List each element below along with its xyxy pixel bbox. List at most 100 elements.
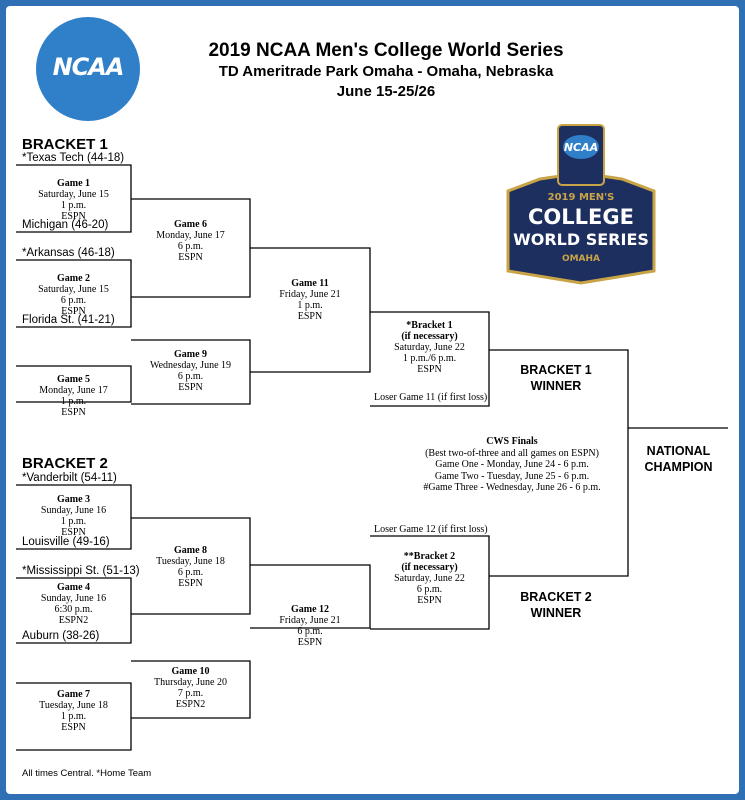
game12-title: Game 12 — [290, 604, 330, 615]
game3-tv: ESPN — [61, 527, 86, 538]
cws-logo: NCAA 2019 MEN'S COLLEGE WORLD SERIES OMA… — [506, 124, 656, 285]
bracket1-winner: BRACKET 1 WINNER — [496, 362, 616, 394]
game11-tv: ESPN — [297, 311, 323, 322]
finals-game-two: Game Two - Tuesday, June 25 - 6 p.m. — [434, 470, 590, 482]
bracket1-winner-l1: BRACKET 1 — [520, 363, 592, 377]
team-arkansas: *Arkansas (46-18) — [22, 247, 115, 259]
finals-game-one: Game One - Monday, June 24 - 6 p.m. — [435, 459, 589, 470]
game1-tv: ESPN — [61, 211, 86, 222]
finals-game-three: #Game Three - Wednesday, June 26 - 6 p.m… — [423, 482, 601, 493]
game6-time: 6 p.m. — [177, 241, 204, 252]
game5-day: Monday, June 17 — [39, 385, 108, 396]
bracket2-final-info: **Bracket 2 (if necessary) Saturday, Jun… — [370, 551, 489, 606]
team-auburn: Auburn (38-26) — [22, 630, 100, 642]
line-game12 — [250, 564, 371, 629]
loser-game11-note: Loser Game 11 (if first loss) — [374, 392, 488, 403]
line-game5 — [16, 365, 132, 403]
cws-finals-info: CWS Finals (Best two-of-three and all ga… — [412, 436, 612, 494]
champion-l2: CHAMPION — [644, 460, 713, 474]
cws-world-series-text: WORLD SERIES — [513, 230, 649, 249]
game4-info: Game 4 Sunday, June 16 6:30 p.m. ESPN2 — [16, 582, 131, 626]
game9-tv: ESPN — [178, 382, 203, 393]
bracket2-final-time: 6 p.m. — [416, 584, 443, 595]
bracket1-final-day: Saturday, June 22 — [394, 342, 465, 353]
national-champion: NATIONAL CHAMPION — [628, 443, 729, 475]
bracket1-final-info: *Bracket 1 (if necessary) Saturday, June… — [370, 320, 489, 375]
line-game8 — [131, 517, 251, 615]
game4-title: Game 4 — [56, 582, 91, 593]
game5-tv: ESPN — [61, 407, 86, 418]
finals-title: CWS Finals — [486, 436, 538, 447]
game6-tv: ESPN — [178, 252, 203, 263]
bracket1-winner-l2: WINNER — [530, 379, 582, 393]
bracket1-final-title: *Bracket 1 — [406, 320, 453, 331]
game12-tv: ESPN — [297, 637, 323, 648]
cws-ncaa-text: NCAA — [564, 141, 598, 154]
game3-time: 1 p.m. — [60, 516, 87, 527]
team-louisville: Louisville (49-16) — [22, 536, 110, 548]
game4-tv: ESPN2 — [58, 615, 89, 626]
team-michigan: Michigan (46-20) — [22, 219, 109, 231]
bracket2-winner-l1: BRACKET 2 — [520, 590, 592, 604]
game5-time: 1 p.m. — [60, 396, 87, 407]
bracket1-final-tv: ESPN — [417, 364, 442, 375]
game3-title: Game 3 — [56, 494, 91, 505]
line-game3 — [16, 484, 132, 550]
game10-info: Game 10 Thursday, June 20 7 p.m. ESPN2 — [131, 666, 250, 710]
line-game7 — [16, 682, 132, 751]
game2-info: Game 2 Saturday, June 15 6 p.m. ESPN — [16, 273, 131, 317]
page-title: 2019 NCAA Men's College World Series — [208, 40, 564, 61]
line-game4 — [16, 577, 132, 644]
game1-info: Game 1 Saturday, June 15 1 p.m. ESPN — [16, 178, 131, 222]
team-texas-tech: *Texas Tech (44-18) — [22, 152, 125, 164]
game7-time: 1 p.m. — [60, 711, 87, 722]
bracket2-winner: BRACKET 2 WINNER — [496, 589, 616, 621]
game1-day: Saturday, June 15 — [38, 189, 109, 200]
game10-title: Game 10 — [171, 666, 210, 677]
game2-day: Saturday, June 15 — [38, 284, 109, 295]
game8-tv: ESPN — [178, 578, 203, 589]
champion-l1: NATIONAL — [646, 444, 711, 458]
game11-info: Game 11 Friday, June 21 1 p.m. ESPN — [250, 278, 370, 322]
game6-day: Monday, June 17 — [156, 230, 225, 241]
venue: TD Ameritrade Park Omaha - Omaha, Nebras… — [218, 63, 554, 80]
bracket-lines — [16, 164, 728, 751]
bracket2-winner-l2: WINNER — [530, 606, 582, 620]
game10-time: 7 p.m. — [177, 688, 204, 699]
game7-info: Game 7 Tuesday, June 18 1 p.m. ESPN — [16, 689, 131, 733]
bracket1-final-sub: (if necessary) — [401, 331, 458, 342]
game4-day: Sunday, June 16 — [40, 593, 107, 604]
bracket1-label: BRACKET 1 — [22, 136, 108, 153]
game8-day: Tuesday, June 18 — [156, 556, 225, 567]
game8-info: Game 8 Tuesday, June 18 6 p.m. ESPN — [131, 545, 250, 589]
game3-day: Sunday, June 16 — [40, 505, 107, 516]
game3-info: Game 3 Sunday, June 16 1 p.m. ESPN — [16, 494, 131, 538]
cws-omaha-text: OMAHA — [562, 254, 600, 264]
game2-tv: ESPN — [61, 306, 86, 317]
game10-day: Thursday, June 20 — [154, 677, 227, 688]
line-game10 — [131, 660, 251, 719]
bracket2-final-day: Saturday, June 22 — [394, 573, 465, 584]
team-florida-st: Florida St. (41-21) — [22, 314, 115, 326]
game7-day: Tuesday, June 18 — [39, 700, 108, 711]
bracket2-final-title: **Bracket 2 — [403, 551, 456, 562]
game9-info: Game 9 Wednesday, June 19 6 p.m. ESPN — [131, 349, 250, 393]
game12-info: Game 12 Friday, June 21 6 p.m. ESPN — [250, 604, 370, 648]
team-vanderbilt: *Vanderbilt (54-11) — [22, 472, 117, 484]
ncaa-logo: NCAA — [36, 17, 140, 121]
game1-time: 1 p.m. — [60, 200, 87, 211]
game11-title: Game 11 — [291, 278, 329, 289]
footer-note: All times Central. *Home Team — [22, 768, 152, 779]
game2-title: Game 2 — [56, 273, 91, 284]
game4-time: 6:30 p.m. — [54, 604, 93, 615]
game7-title: Game 7 — [56, 689, 91, 700]
game1-title: Game 1 — [56, 178, 91, 189]
cws-college-text: COLLEGE — [528, 205, 634, 229]
game9-title: Game 9 — [173, 349, 208, 360]
game12-day: Friday, June 21 — [279, 615, 341, 626]
team-mississippi-st: *Mississippi St. (51-13) — [22, 565, 140, 577]
game11-day: Friday, June 21 — [279, 289, 341, 300]
game6-info: Game 6 Monday, June 17 6 p.m. ESPN — [131, 219, 250, 263]
game11-time: 1 p.m. — [297, 300, 323, 311]
game5-info: Game 5 Monday, June 17 1 p.m. ESPN — [16, 374, 131, 418]
